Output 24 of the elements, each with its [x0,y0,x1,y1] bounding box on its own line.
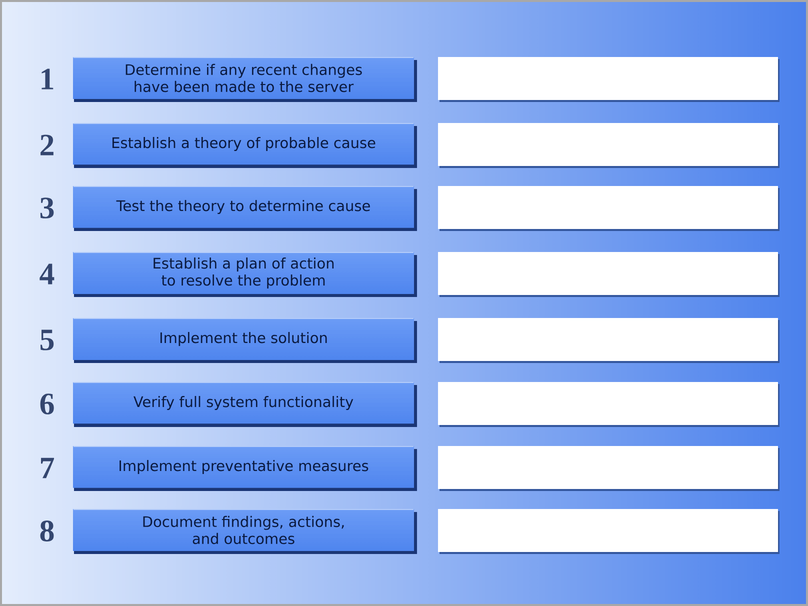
answer-box [438,446,780,491]
step-box: Document findings, actions, and outcomes [73,509,417,554]
step-box: Establish a theory of probable cause [73,123,417,168]
step-box: Determine if any recent changes have been made to the server [73,57,417,102]
step-number: 4 [40,264,54,284]
answer-box [438,57,780,102]
step-box: Test the theory to determine cause [73,186,417,231]
answer-box [438,252,780,297]
step-box: Implement preventative measures [73,446,417,491]
step-box: Verify full system functionality [73,382,417,427]
answer-box [438,186,780,231]
answer-box [438,123,780,168]
step-number: 7 [41,458,54,478]
step-box: Establish a plan of action to resolve the problem [73,252,417,297]
step-number: 5 [40,330,54,350]
step-number: 1 [42,68,54,90]
answer-box [438,318,780,363]
answer-box [438,509,780,554]
step-number: 6 [40,394,54,414]
step-number: 8 [40,520,54,542]
step-number: 3 [40,198,54,218]
step-number: 2 [40,134,54,156]
step-box: Implement the solution [73,318,417,363]
answer-box [438,382,780,427]
